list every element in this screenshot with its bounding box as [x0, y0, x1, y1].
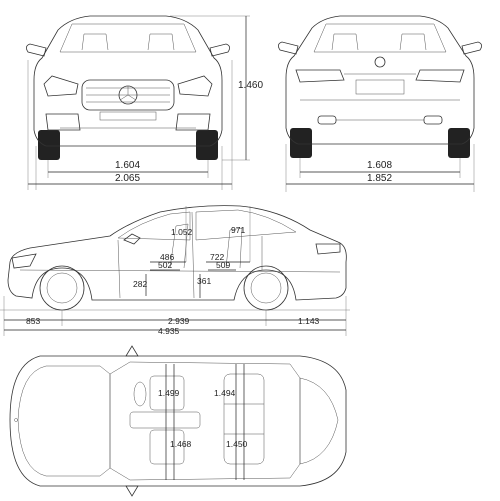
front-dimensions [27, 15, 250, 190]
legroom-rear-2-label: 509 [216, 260, 230, 270]
seat-height-rear-label: 361 [197, 276, 211, 286]
shoulder-front-label: 1.499 [158, 388, 180, 398]
side-interior-dimensions [145, 261, 250, 298]
seat-height-front-label: 282 [133, 279, 147, 289]
side-length-dimensions [3, 296, 347, 336]
wheelbase-label: 2.939 [168, 316, 190, 326]
length-label: 4.935 [158, 326, 180, 336]
front-view [26, 15, 230, 160]
rear-view [278, 15, 482, 158]
headroom-rear-label: 971 [231, 225, 245, 235]
rear-dimensions [285, 144, 475, 192]
front-width-label: 2.065 [115, 173, 140, 184]
side-view [0, 205, 350, 311]
legroom-rear-label: 722 [210, 252, 224, 262]
front-overhang-label: 853 [26, 316, 40, 326]
top-view [9, 345, 347, 497]
front-track-label: 1.604 [115, 160, 140, 171]
elbow-rear-label: 1.450 [226, 439, 248, 449]
elbow-front-label: 1.468 [170, 439, 192, 449]
rear-width-label: 1.852 [367, 173, 392, 184]
rear-overhang-label: 1.143 [298, 316, 320, 326]
legroom-front-2-label: 502 [158, 260, 172, 270]
rear-track-label: 1.608 [367, 160, 392, 171]
legroom-front-label: 486 [160, 252, 174, 262]
headroom-front-label: 1.052 [171, 227, 193, 237]
height-label: 1.460 [238, 80, 263, 91]
shoulder-rear-label: 1.494 [214, 388, 236, 398]
